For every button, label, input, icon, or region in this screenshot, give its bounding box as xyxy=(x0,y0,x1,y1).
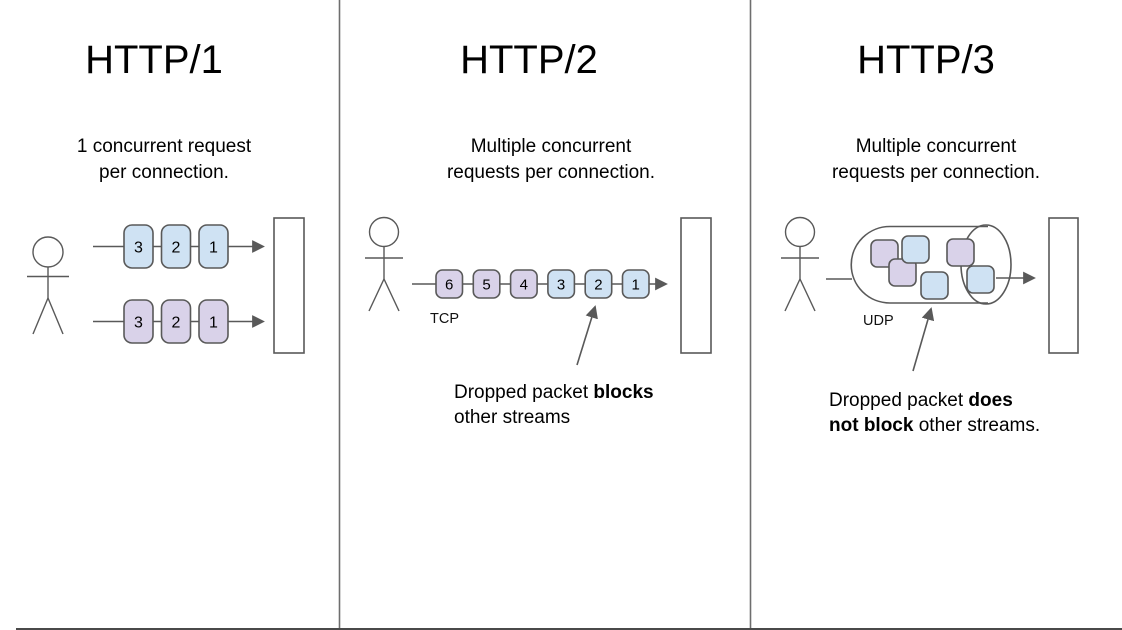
packet-rect xyxy=(547,269,576,299)
dropped-packet-caption-line2: other streams xyxy=(454,407,570,428)
packet-rect xyxy=(160,299,192,344)
packet-label: 4 xyxy=(520,277,528,294)
client-stick-figure xyxy=(27,236,69,335)
dropped-packet-arrow xyxy=(912,307,935,372)
caption-text: Dropped packet xyxy=(454,382,593,403)
stick-figure-leg-right xyxy=(47,297,64,335)
packet-rect xyxy=(160,224,192,269)
caption-text-bold: does xyxy=(968,390,1012,411)
packet-box: 1 xyxy=(621,269,650,299)
client-stick-figure xyxy=(365,216,403,312)
http3-panel: HTTP/3 Multiple concurrent requests per … xyxy=(781,38,1079,436)
tcp-label: TCP xyxy=(430,311,459,327)
packet-box: 1 xyxy=(198,224,229,269)
tunnel-packet xyxy=(946,238,975,267)
packet-rect xyxy=(198,224,229,269)
packet-label: 5 xyxy=(482,277,490,294)
packet-box: 2 xyxy=(160,299,192,344)
stick-figure-leg-left xyxy=(368,278,385,312)
packet-box: 6 xyxy=(435,269,464,299)
packet-box: 4 xyxy=(509,269,538,299)
stick-figure-leg-right xyxy=(799,278,816,312)
stick-figure-head xyxy=(32,236,64,268)
packet-box: 3 xyxy=(547,269,576,299)
server-box xyxy=(273,217,305,354)
panel-subtitle-line1: 1 concurrent request xyxy=(77,136,252,157)
udp-label: UDP xyxy=(863,313,894,329)
packet-label: 3 xyxy=(557,277,565,294)
dropped-packet-caption-line1: Dropped packet does xyxy=(829,390,1013,411)
packet-label: 3 xyxy=(134,240,143,257)
http2-panel: HTTP/2 Multiple concurrent requests per … xyxy=(365,38,712,428)
dropped-packet-caption-line1: Dropped packet blocks xyxy=(454,382,654,403)
packet-rect xyxy=(472,269,501,299)
caption-text: Dropped packet xyxy=(829,390,968,411)
tunnel-packet xyxy=(920,271,949,300)
packet-label: 2 xyxy=(172,315,181,332)
dropped-packet-caption-line2: not block other streams. xyxy=(829,415,1040,436)
dropped-packet-arrow xyxy=(576,305,598,366)
panel-subtitle-line2: per connection. xyxy=(99,162,229,183)
stick-figure-leg-left xyxy=(784,278,801,312)
packet-rect xyxy=(123,299,154,344)
panel-subtitle-line1: Multiple concurrent xyxy=(856,136,1017,157)
tunnel-body xyxy=(850,225,988,304)
packet-label: 2 xyxy=(594,277,602,294)
client-stick-figure xyxy=(781,216,819,312)
tunnel-packet xyxy=(966,265,995,294)
stick-figure-head xyxy=(368,216,400,248)
panel-title-http2: HTTP/2 xyxy=(460,38,598,82)
stick-figure-leg-left xyxy=(32,297,49,335)
stick-figure-head xyxy=(784,216,816,248)
caption-text-bold: not block xyxy=(829,415,914,436)
packet-box: 5 xyxy=(472,269,501,299)
panel-subtitle-line1: Multiple concurrent xyxy=(471,136,632,157)
packet-rect xyxy=(123,224,154,269)
stick-figure-leg-right xyxy=(383,278,400,312)
server-box xyxy=(1048,217,1079,354)
packet-rect xyxy=(584,269,613,299)
panel-title-http1: HTTP/1 xyxy=(85,38,223,82)
packet-box: 1 xyxy=(198,299,229,344)
packet-label: 3 xyxy=(134,315,143,332)
packet-label: 1 xyxy=(632,277,640,294)
packet-rect xyxy=(198,299,229,344)
caption-text-bold: blocks xyxy=(593,382,653,403)
panel-subtitle-line2: requests per connection. xyxy=(447,162,655,183)
caption-text: other streams. xyxy=(913,415,1040,436)
packet-box: 3 xyxy=(123,224,154,269)
packet-label: 2 xyxy=(172,240,181,257)
packet-box: 2 xyxy=(160,224,192,269)
packet-rect xyxy=(621,269,650,299)
http1-panel: HTTP/1 1 concurrent request per connecti… xyxy=(27,38,305,354)
server-box xyxy=(680,217,712,354)
tunnel-packet xyxy=(901,235,930,264)
packet-label: 1 xyxy=(209,240,218,257)
packet-box: 3 xyxy=(123,299,154,344)
panel-subtitle-line2: requests per connection. xyxy=(832,162,1040,183)
packet-label: 6 xyxy=(445,277,453,294)
packet-label: 1 xyxy=(209,315,218,332)
packet-box: 2 xyxy=(584,269,613,299)
packet-rect xyxy=(435,269,464,299)
panel-title-http3: HTTP/3 xyxy=(857,38,995,82)
packet-rect xyxy=(509,269,538,299)
